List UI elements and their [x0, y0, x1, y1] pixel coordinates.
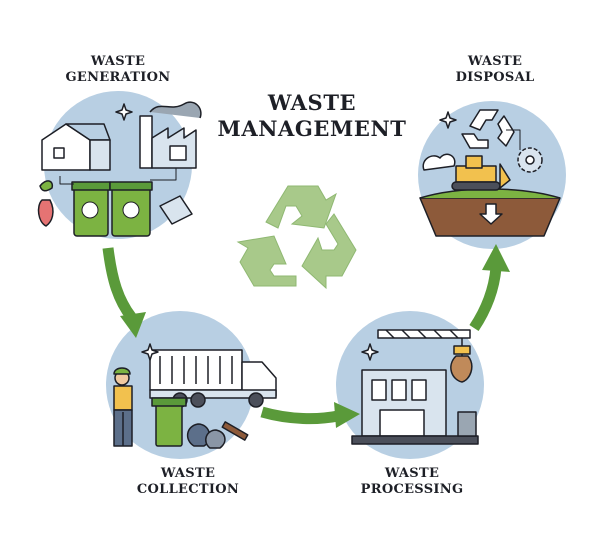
house-icon — [41, 123, 111, 171]
label-waste-processing: WASTE PROCESSING — [350, 466, 474, 498]
trash-bin-icon — [151, 397, 187, 447]
grabber-claw-icon — [450, 345, 473, 383]
garbage-bag-icon — [205, 429, 226, 449]
page-title: WASTE MANAGEMENT — [212, 90, 412, 142]
collection-line1: WASTE — [160, 466, 216, 481]
worker-icon — [113, 367, 133, 447]
generation-scene — [37, 101, 202, 237]
page-title-line2: MANAGEMENT — [217, 116, 407, 141]
garbage-truck-icon — [149, 349, 277, 408]
recycle-outline-icon — [461, 109, 515, 149]
collection-line2: COLLECTION — [136, 482, 240, 497]
label-waste-disposal: WASTE DISPOSAL — [440, 54, 550, 86]
storage-tank-icon — [457, 411, 477, 437]
disposal-line2: DISPOSAL — [455, 70, 535, 85]
factory-icon — [139, 101, 202, 169]
generation-line2: GENERATION — [65, 70, 171, 85]
processing-line1: WASTE — [384, 466, 440, 481]
disposal-line1: WASTE — [467, 54, 523, 69]
cloud-icon — [422, 153, 456, 171]
trash-bin-icon — [71, 181, 153, 237]
processing-scene — [351, 329, 479, 445]
leaf-icon — [39, 180, 54, 192]
collection-scene — [113, 343, 277, 449]
sparkle-icon — [115, 103, 133, 121]
plank-icon — [221, 421, 249, 441]
label-waste-generation: WASTE GENERATION — [58, 54, 178, 86]
arrow-collection-to-processing — [260, 402, 360, 428]
arrow-processing-to-disposal — [469, 244, 510, 332]
generation-line1: WASTE — [90, 54, 146, 69]
recycle-icon — [236, 185, 357, 290]
label-waste-collection: WASTE COLLECTION — [128, 466, 248, 498]
page-title-line1: WASTE — [267, 90, 357, 115]
processing-line2: PROCESSING — [360, 482, 464, 497]
arrow-generation-to-collection — [102, 247, 146, 338]
paper-waste-icon — [159, 195, 193, 225]
landfill-icon — [419, 188, 561, 237]
sparkle-icon — [439, 111, 457, 129]
sparkle-icon — [361, 343, 379, 361]
apple-core-icon — [37, 199, 54, 227]
processing-plant-icon — [351, 369, 479, 445]
sparkle-icon — [141, 343, 159, 361]
disposal-scene — [419, 109, 561, 237]
bulldozer-icon — [451, 155, 511, 191]
